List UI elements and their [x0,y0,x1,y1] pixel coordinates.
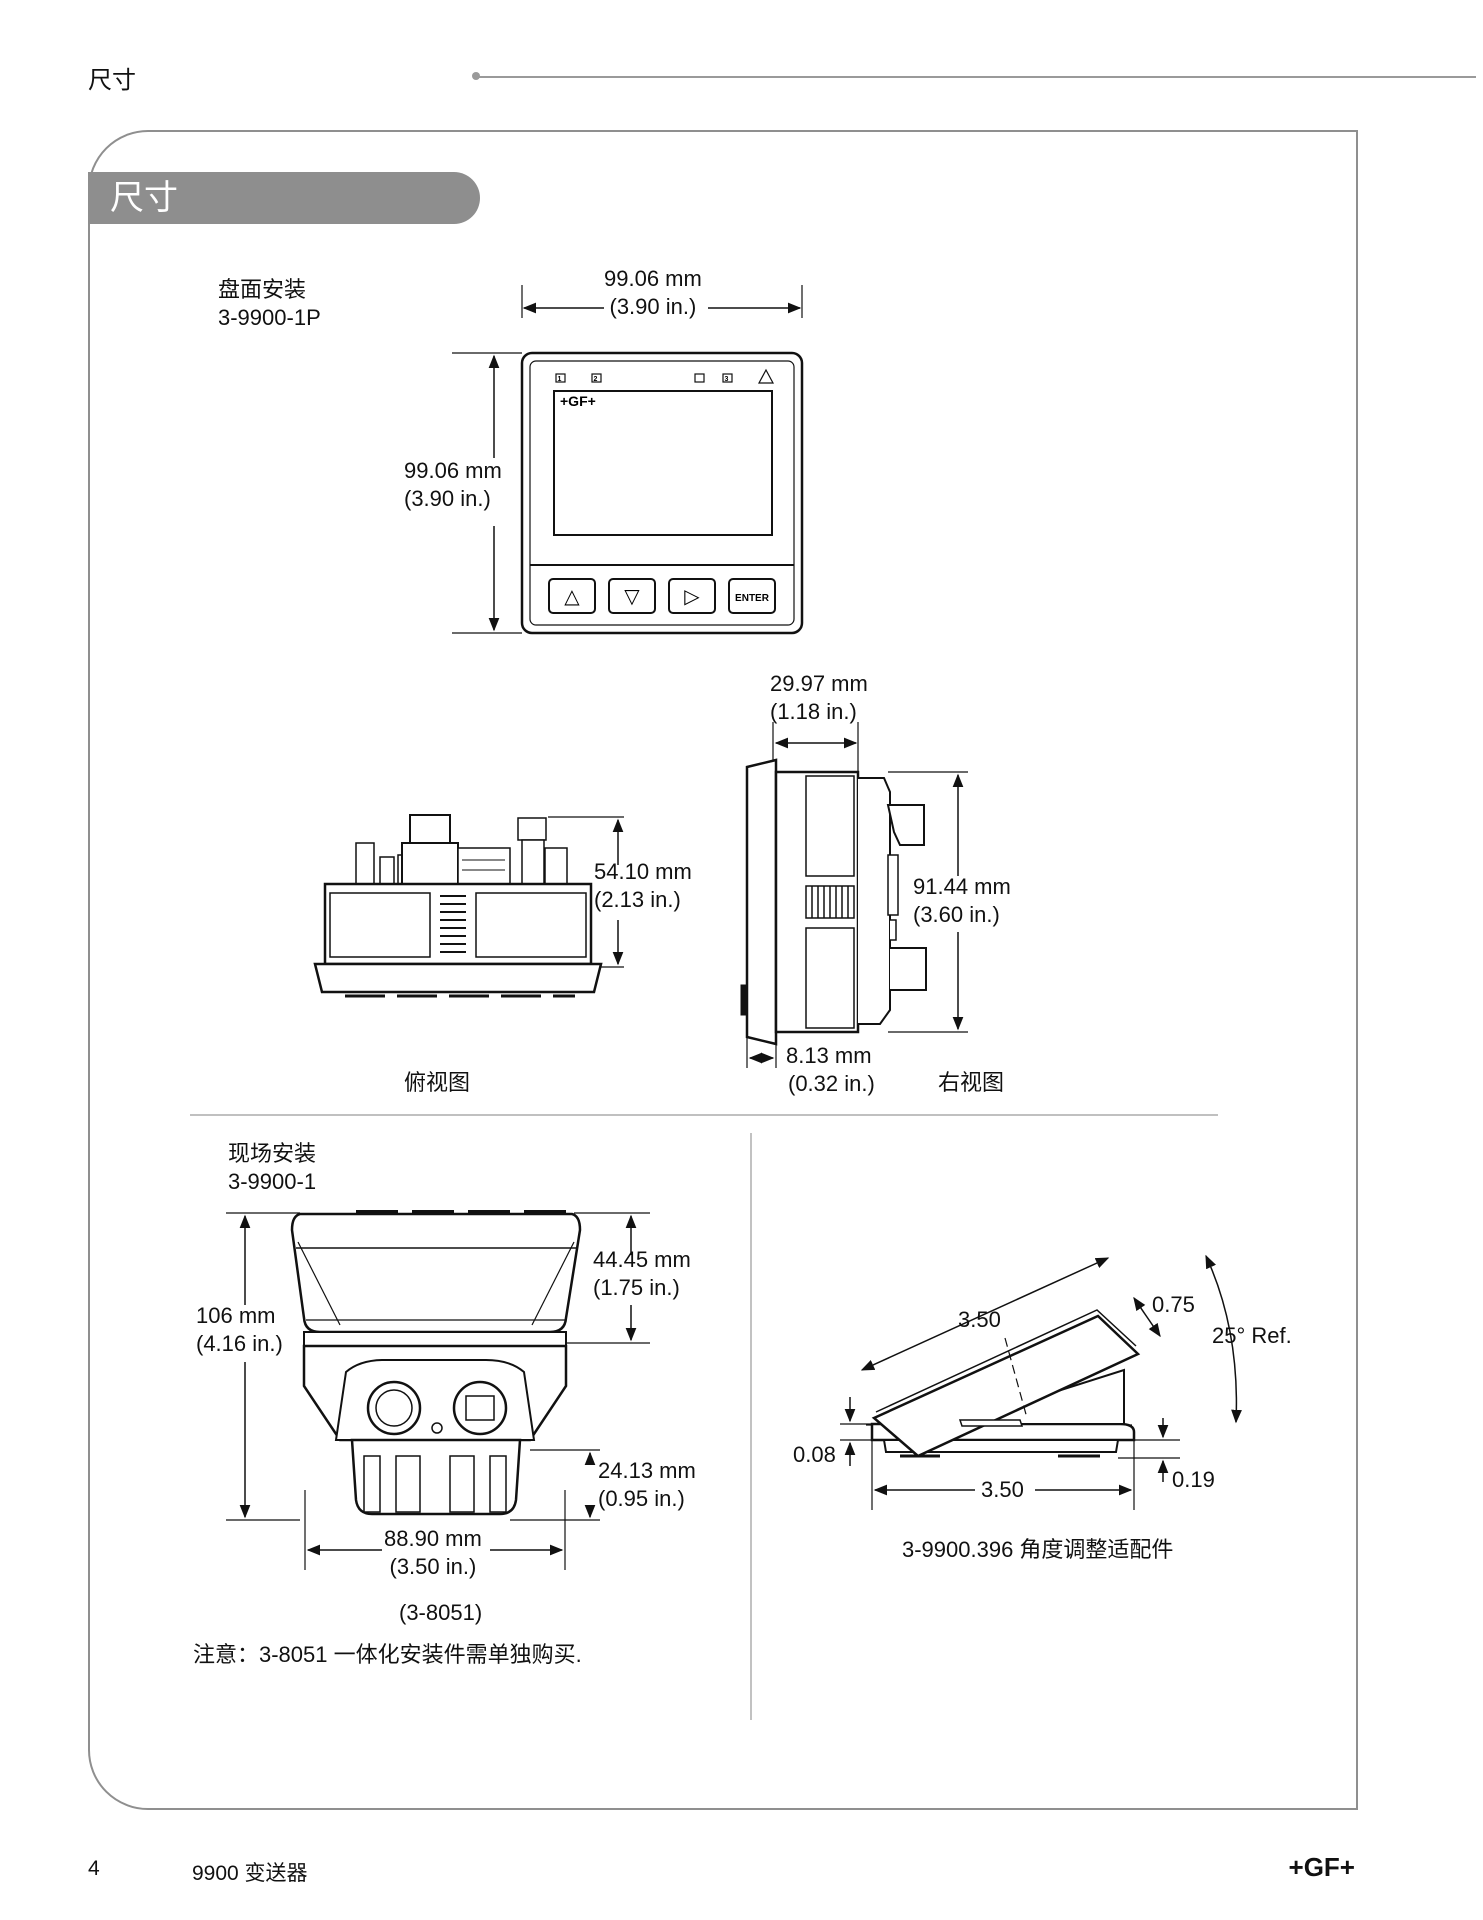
panel-height-mm: 99.06 mm [404,458,502,483]
field-top-height-in: (1.75 in.) [593,1275,680,1300]
top-view-caption: 俯视图 [404,1070,471,1095]
field-bottom-height-in: (0.95 in.) [598,1486,685,1511]
enter-button-label: ENTER [735,593,770,604]
right-view-drawing [740,722,968,1068]
angle-base-length: 3.50 [981,1477,1024,1502]
right-view-depth-mm: 29.97 mm [770,671,868,696]
panel-width-in: (3.90 in.) [609,294,697,319]
angle-thickness: 0.75 [1152,1292,1195,1317]
right-view-depth-in: (1.18 in.) [770,699,857,724]
panel-width-mm: 99.06 mm [604,266,702,291]
angle-kit-drawing [840,1254,1242,1510]
top-view-height-label: 54.10 mm (2.13 in.) [594,858,692,914]
right-view-caption: 右视图 [938,1070,1005,1095]
right-view-height-mm: 91.44 mm [913,874,1011,899]
panel-height-label: 99.06 mm (3.90 in.) [404,457,502,513]
field-bottom-height-label: 24.13 mm (0.95 in.) [598,1457,696,1513]
field-mount-heading: 现场安装 [228,1141,317,1166]
section-tab: 尺寸 [88,172,480,224]
field-bottom-height-mm: 24.13 mm [598,1458,696,1483]
field-top-height-label: 44.45 mm (1.75 in.) [593,1246,691,1302]
angle-kit-caption: 3-9900.396 角度调整适配件 [902,1537,1174,1562]
right-view-bezel-in: (0.32 in.) [788,1071,875,1096]
footer-logo: +GF+ [1288,1852,1355,1882]
content-frame [88,130,1358,1810]
field-total-height-in: (4.16 in.) [196,1331,283,1356]
right-view-bezel-mm: 8.13 mm [786,1043,872,1068]
up-button-icon: △ [564,584,580,608]
field-width-mm: 88.90 mm [384,1526,482,1551]
field-width-in: (3.50 in.) [389,1554,477,1579]
field-width-label: 88.90 mm (3.50 in.) [384,1525,482,1581]
panel-height-in: (3.90 in.) [404,486,491,511]
field-mount-drawing [226,1210,650,1570]
field-total-height-mm: 106 mm [196,1303,276,1328]
top-view-drawing [313,814,624,998]
field-part-label: (3-8051) [399,1600,483,1625]
panel-front-view [452,285,804,635]
down-button-icon: ▽ [624,584,640,608]
panel-mount-model: 3-9900-1P [218,305,321,330]
footer-product: 9900 变送器 [192,1862,308,1885]
right-view-height-label: 91.44 mm (3.60 in.) [913,873,1011,929]
angle-reference: 25° Ref. [1212,1323,1292,1348]
field-top-height-mm: 44.45 mm [593,1247,691,1272]
panel-mount-heading: 盘面安装 [218,277,307,302]
top-view-height-mm: 54.10 mm [594,859,692,884]
angle-base-right: 0.19 [1172,1467,1215,1492]
field-mount-model: 3-9900-1 [228,1169,317,1194]
field-mount-title: 现场安装 3-9900-1 [228,1140,316,1196]
angle-base-left: 0.08 [793,1442,836,1467]
display-logo: +GF+ [560,393,596,409]
right-view-height-in: (3.60 in.) [913,902,1000,927]
right-view-bezel-label: 8.13 mm (0.32 in.) [786,1042,875,1098]
panel-indicator-labels: 1 2 3 [558,376,729,383]
indicator-2: 2 [594,376,598,383]
header-rule [476,76,1476,78]
field-mount-note: 注意：3-8051 一体化安装件需单独购买. [193,1642,582,1667]
angle-top-length: 3.50 [958,1307,1001,1332]
field-total-height-label: 106 mm (4.16 in.) [196,1302,283,1358]
panel-width-label: 99.06 mm (3.90 in.) [604,265,702,321]
indicator-1: 1 [558,376,562,383]
right-button-icon: ▷ [684,584,700,608]
top-view-height-in: (2.13 in.) [594,887,681,912]
right-view-depth-label: 29.97 mm (1.18 in.) [770,670,868,726]
header-section-title: 尺寸 [88,67,136,94]
panel-mount-title: 盘面安装 3-9900-1P [218,276,321,332]
indicator-3: 3 [725,376,729,383]
footer-page-number: 4 [88,1857,100,1880]
